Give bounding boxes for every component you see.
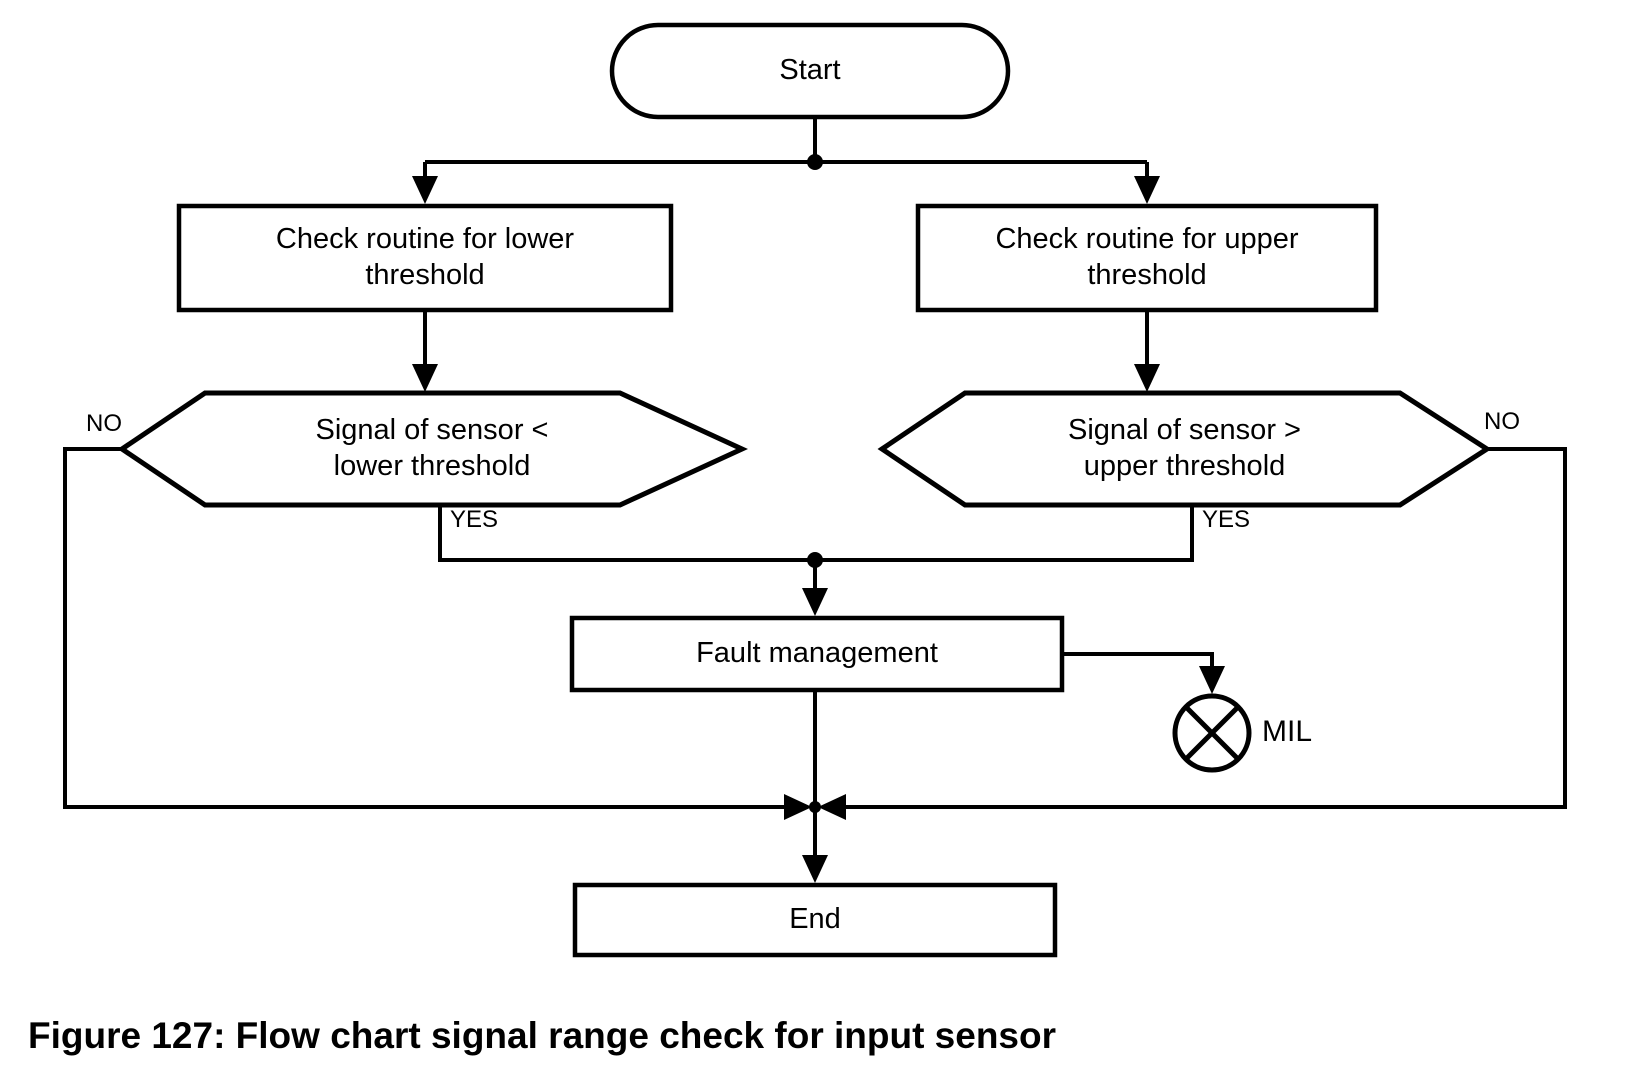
decision-upper-node-label: Signal of sensor > upper threshold — [1068, 414, 1301, 482]
arrowheads — [412, 176, 1225, 883]
start-node: Start — [612, 25, 1008, 117]
mil-lamp-cross-2 — [1184, 705, 1240, 761]
arrowhead-no-left — [784, 794, 812, 820]
edge-no-lower — [63, 447, 786, 809]
decision-upper-node-shape — [877, 390, 1492, 508]
arrowhead-decision-lower — [412, 364, 438, 392]
decision-lower-node: Signal of sensor < lower threshold — [122, 393, 742, 505]
arrowhead-decision-upper — [1134, 364, 1160, 392]
mil-label: MIL — [1262, 715, 1313, 748]
end-node-shape — [572, 882, 1058, 958]
edge-yes-merge — [438, 505, 1194, 562]
start-node-label: Start — [779, 54, 841, 87]
check-upper-node-label: Check routine for upper threshold — [995, 223, 1299, 291]
start-node-shape — [609, 22, 1011, 120]
fault-management-node: Fault management — [572, 618, 1062, 690]
no-label-lower: NO — [86, 410, 122, 437]
decision-lower-node-shape — [117, 390, 748, 508]
node-shapes — [117, 22, 1492, 958]
edge-no-upper — [844, 447, 1567, 809]
mil-lamp-icon — [1172, 693, 1252, 773]
check-lower-node-shape — [176, 203, 674, 313]
check-lower-node: Check routine for lower threshold — [179, 206, 671, 310]
arrowhead-fault — [802, 588, 828, 616]
no-label-upper: NO — [1484, 408, 1520, 435]
junction-dot-top — [807, 154, 823, 170]
decision-lower-node-label: Signal of sensor < lower threshold — [315, 414, 549, 482]
junction-dot-yes — [807, 552, 823, 568]
check-upper-node-shape — [915, 203, 1379, 313]
arrowhead-mil — [1199, 666, 1225, 694]
junction-dots — [807, 154, 823, 813]
check-upper-node: Check routine for upper threshold — [918, 206, 1376, 310]
decision-upper-node: Signal of sensor > upper threshold — [882, 393, 1487, 505]
end-node: End — [575, 885, 1055, 955]
end-node-label: End — [789, 903, 841, 936]
arrowhead-check-lower — [412, 176, 438, 204]
fault-management-node-label: Fault management — [696, 637, 938, 670]
check-lower-node-label: Check routine for lower threshold — [275, 223, 575, 291]
yes-label-upper: YES — [1202, 506, 1251, 533]
fault-management-node-shape — [569, 615, 1065, 693]
arrowhead-no-right — [818, 794, 846, 820]
arrowhead-check-upper — [1134, 176, 1160, 204]
yes-label-lower: YES — [450, 506, 499, 533]
arrowhead-end — [802, 855, 828, 883]
junction-dot-no — [809, 801, 821, 813]
figure-caption: Figure 127: Flow chart signal range chec… — [28, 1015, 1057, 1056]
edge-fault-to-mil — [1062, 652, 1214, 670]
